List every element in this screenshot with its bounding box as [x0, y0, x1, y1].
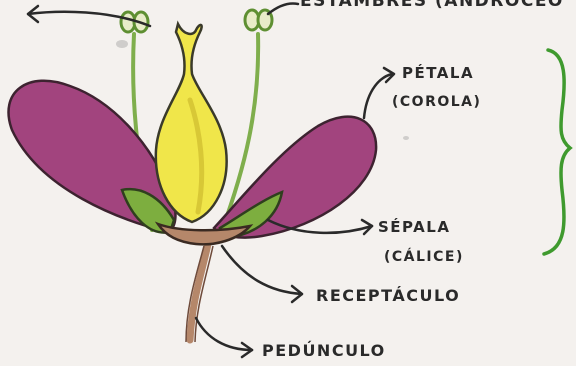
smudge — [116, 40, 128, 48]
label-estambres: ESTAMBRES (ANDROCEO — [300, 0, 564, 10]
label-petala: PÉTALA — [402, 66, 474, 81]
receptacle — [158, 224, 250, 244]
label-corola: (COROLA) — [392, 95, 481, 109]
label-calice: (CÁLICE) — [384, 250, 464, 264]
arrow-receptaculo — [222, 246, 302, 294]
label-sepala: SÉPALA — [378, 220, 450, 235]
perianth-bracket — [544, 50, 570, 254]
arrow-estambres — [268, 3, 298, 14]
label-receptaculo: RECEPTÁCULO — [316, 288, 460, 304]
label-pedunculo: PEDÚNCULO — [262, 343, 386, 359]
smudge — [403, 136, 409, 140]
pistil — [156, 24, 227, 222]
